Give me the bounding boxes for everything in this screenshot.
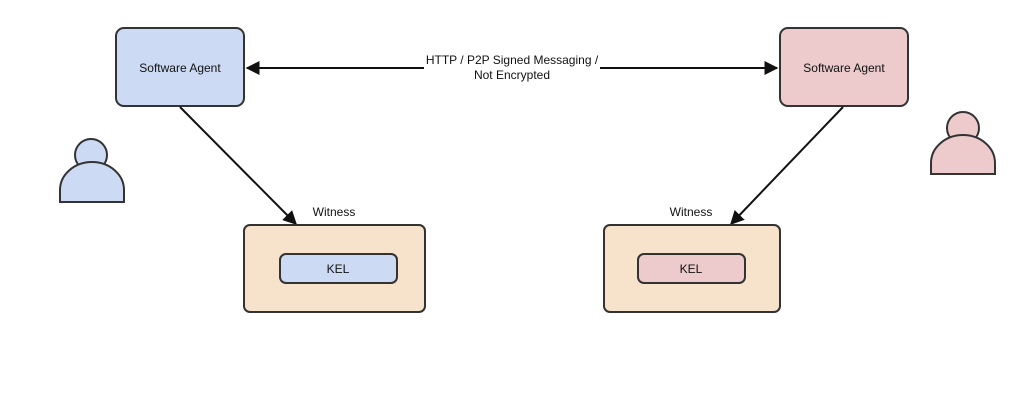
left-kel-box [279, 253, 398, 284]
messaging-connector: HTTP / P2P Signed Messaging / Not Encryp… [245, 53, 779, 82]
right-kel-box [637, 253, 746, 284]
right-agent-to-witness-arrow [730, 106, 844, 226]
right-user-icon [930, 111, 996, 175]
left-software-agent: Software Agent [115, 27, 245, 107]
left-user-icon [59, 138, 125, 203]
messaging-label-line2: Not Encrypted [474, 68, 550, 82]
left-kel-label: KEL [327, 262, 350, 276]
left-witness-title: Witness [313, 205, 356, 219]
messaging-label-line1: HTTP / P2P Signed Messaging / [426, 53, 599, 67]
right-software-agent: Software Agent [779, 27, 909, 107]
right-witness: Witness KEL [603, 205, 781, 313]
right-agent-label: Software Agent [803, 61, 885, 75]
right-witness-title: Witness [670, 205, 713, 219]
right-kel-label: KEL [680, 262, 703, 276]
left-agent-label: Software Agent [139, 61, 221, 75]
left-witness: Witness KEL [243, 205, 426, 313]
left-agent-to-witness-arrow [179, 106, 297, 225]
